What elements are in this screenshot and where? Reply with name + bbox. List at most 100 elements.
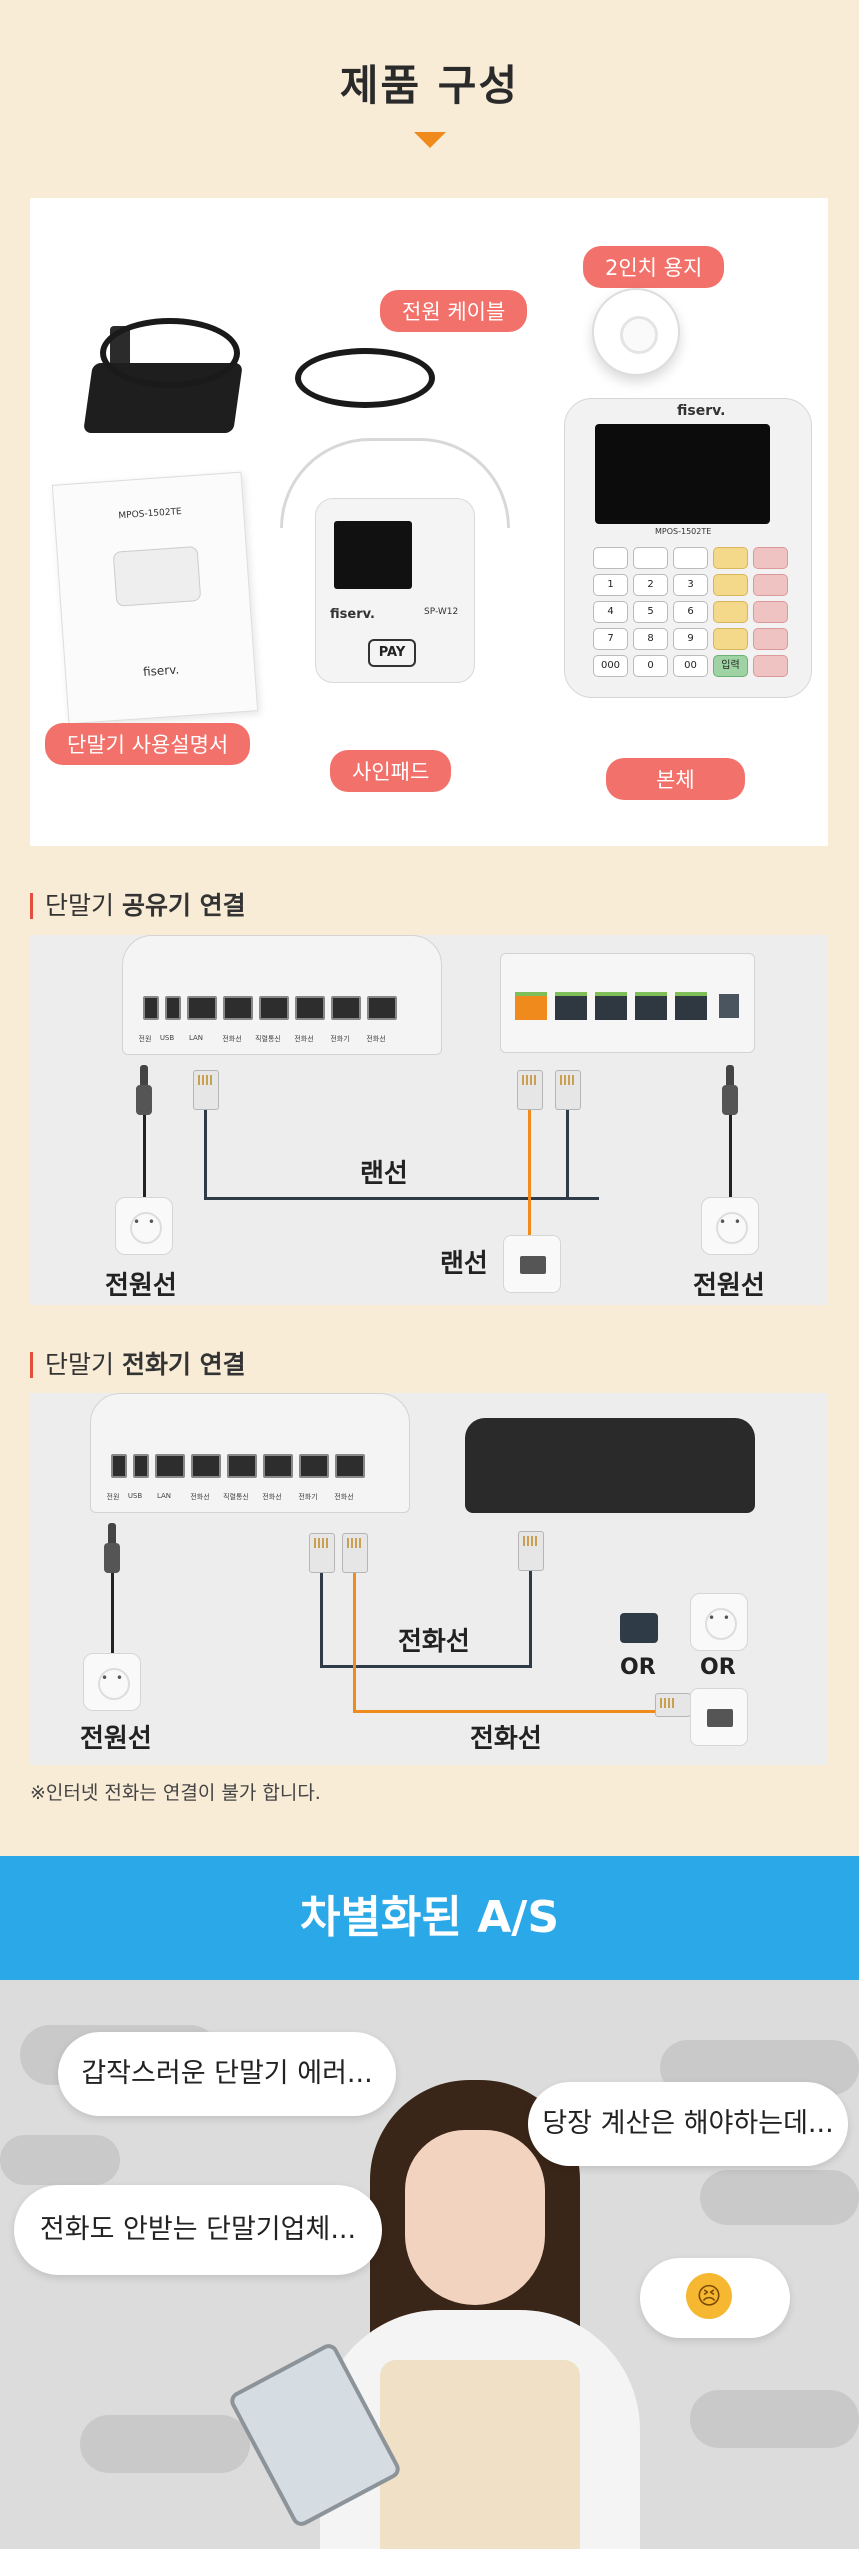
label-signpad: 사인패드 [330,750,452,792]
down-arrow-icon [414,132,446,148]
usb-port [165,996,181,1020]
signpad-screen [334,521,412,589]
lan-port [155,1454,185,1478]
phone-connector [309,1533,335,1573]
or-label-1: OR [620,1655,656,1680]
telephone [465,1418,755,1513]
line-port [367,996,397,1020]
port-label: LAN [156,1492,172,1500]
signpad-brand: fiserv. [330,607,375,622]
router-port [555,992,587,1020]
lan-label-top: 랜선 [360,1159,408,1189]
port-label: 전화기 [298,1493,318,1501]
label-power-cable: 전원 케이블 [380,290,528,332]
header-bold: 공유기 연결 [121,891,246,920]
port-label: LAN [188,1034,204,1042]
phone-connector [518,1531,544,1571]
cable-coil [100,318,240,388]
apron [380,2360,580,2549]
port-label: USB [159,1034,175,1042]
lan-connector [517,1070,543,1110]
speech-bubble-payment: 당장 계산은 해야하는데... [528,2082,848,2166]
router-port [595,992,627,1020]
user-manual: MPOS-1502TE fiserv. [51,471,259,725]
power-cable-coil [295,348,435,408]
keypad-key: 1 [593,574,628,596]
power-line-label: 전원선 [80,1724,152,1754]
power-outlet [701,1197,760,1255]
keypad-key: 9 [673,628,708,650]
power-outlet [83,1653,142,1711]
keypad-key [753,628,788,650]
terminal-screen [595,424,770,524]
or-label-2: OR [700,1655,736,1680]
port-label: 전화선 [262,1493,282,1501]
frustrated-face-icon: 😣 [686,2273,732,2319]
phone-connector [655,1693,691,1717]
port-label: 전화선 [294,1035,314,1043]
woman-face [405,2130,545,2305]
power-plug [722,1065,738,1115]
keypad-key [713,601,748,623]
router-port [515,992,547,1020]
keypad-key: 2 [633,574,668,596]
phone-section-header: 단말기 전화기 연결 [30,1352,246,1378]
router-power-port [719,994,739,1018]
power-wire [111,1573,114,1673]
lan-wire [204,1110,207,1200]
phone-wire-orange [353,1573,356,1713]
phone-wire-orange [353,1710,658,1713]
as-illustration: 갑작스러운 단말기 에러... 당장 계산은 해야하는데... 전화도 안받는 … [0,1980,859,2549]
terminal-model: MPOS-1502TE [655,527,712,536]
port-label: 전화선 [222,1035,242,1043]
serial-port [259,996,289,1020]
power-line-label-right: 전원선 [693,1271,765,1301]
keypad-key [753,655,788,677]
keypad-key [713,628,748,650]
phone-line-label-bottom: 전화선 [470,1724,542,1754]
line-port [191,1454,221,1478]
speech-bubble-no-answer: 전화도 안받는 단말기업체... [14,2185,382,2275]
lan-wire-orange [528,1110,531,1250]
keypad-key [673,547,708,569]
keypad-key: 7 [593,628,628,650]
port-label: 전화선 [366,1035,386,1043]
power-wire [143,1115,146,1215]
port-label: 전화선 [190,1493,210,1501]
phone-port [331,996,361,1020]
speech-bubble-error: 갑작스러운 단말기 에러... [58,2032,396,2116]
router-port [675,992,707,1020]
router-section-header: 단말기 공유기 연결 [30,893,246,919]
port-label: 전원 [106,1493,120,1501]
mst-pay-logo: PAY [368,639,416,667]
keypad-key [713,547,748,569]
power-port [143,996,159,1020]
line-port [263,1454,293,1478]
background-bubble [700,2170,859,2225]
header-prefix: 단말기 [45,1350,122,1379]
header-prefix: 단말기 [45,891,122,920]
product-composition-panel: 전원 케이블 2인치 용지 MPOS-1502TE fiserv. 단말기 사용… [30,198,828,846]
background-bubble [0,2135,120,2185]
phone-connector [342,1533,368,1573]
as-title: 차별화된 A/S [299,1892,560,1943]
keypad-key [633,547,668,569]
keypad-key [713,574,748,596]
power-plug [136,1065,152,1115]
port-label: USB [127,1492,143,1500]
power-outlet [115,1197,174,1255]
background-bubble [80,2415,250,2473]
page-title: 제품 구성 [339,61,520,110]
header-bold: 전화기 연결 [121,1350,246,1379]
port-label: 전화기 [330,1035,350,1043]
lan-port [187,996,217,1020]
keypad-key: 입력 [713,655,748,677]
line-port [295,996,325,1020]
port-label: 직렬통신 [223,1493,249,1501]
